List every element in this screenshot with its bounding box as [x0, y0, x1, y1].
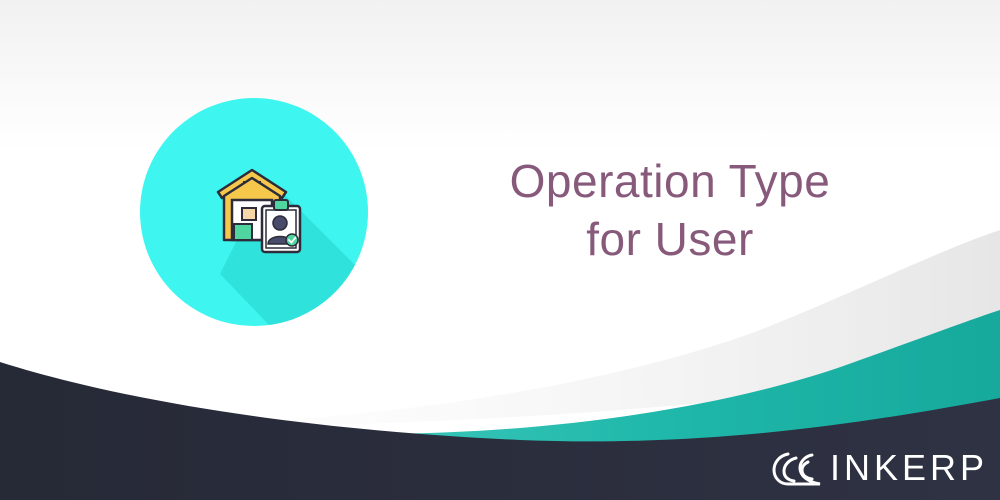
title-line-1: Operation Type — [509, 155, 831, 207]
dark-wave — [0, 362, 1000, 500]
page-title: Operation Type for User — [430, 152, 910, 268]
brand-logo: INKERP — [770, 448, 988, 488]
title-line-2: for User — [586, 213, 754, 265]
warehouse-user-clipboard-icon — [216, 168, 302, 254]
hero-icon-circle — [140, 98, 368, 326]
cloud-wave-logo-icon — [772, 452, 821, 486]
grey-wave — [0, 230, 1000, 430]
brand-name: INKERP — [830, 447, 989, 488]
